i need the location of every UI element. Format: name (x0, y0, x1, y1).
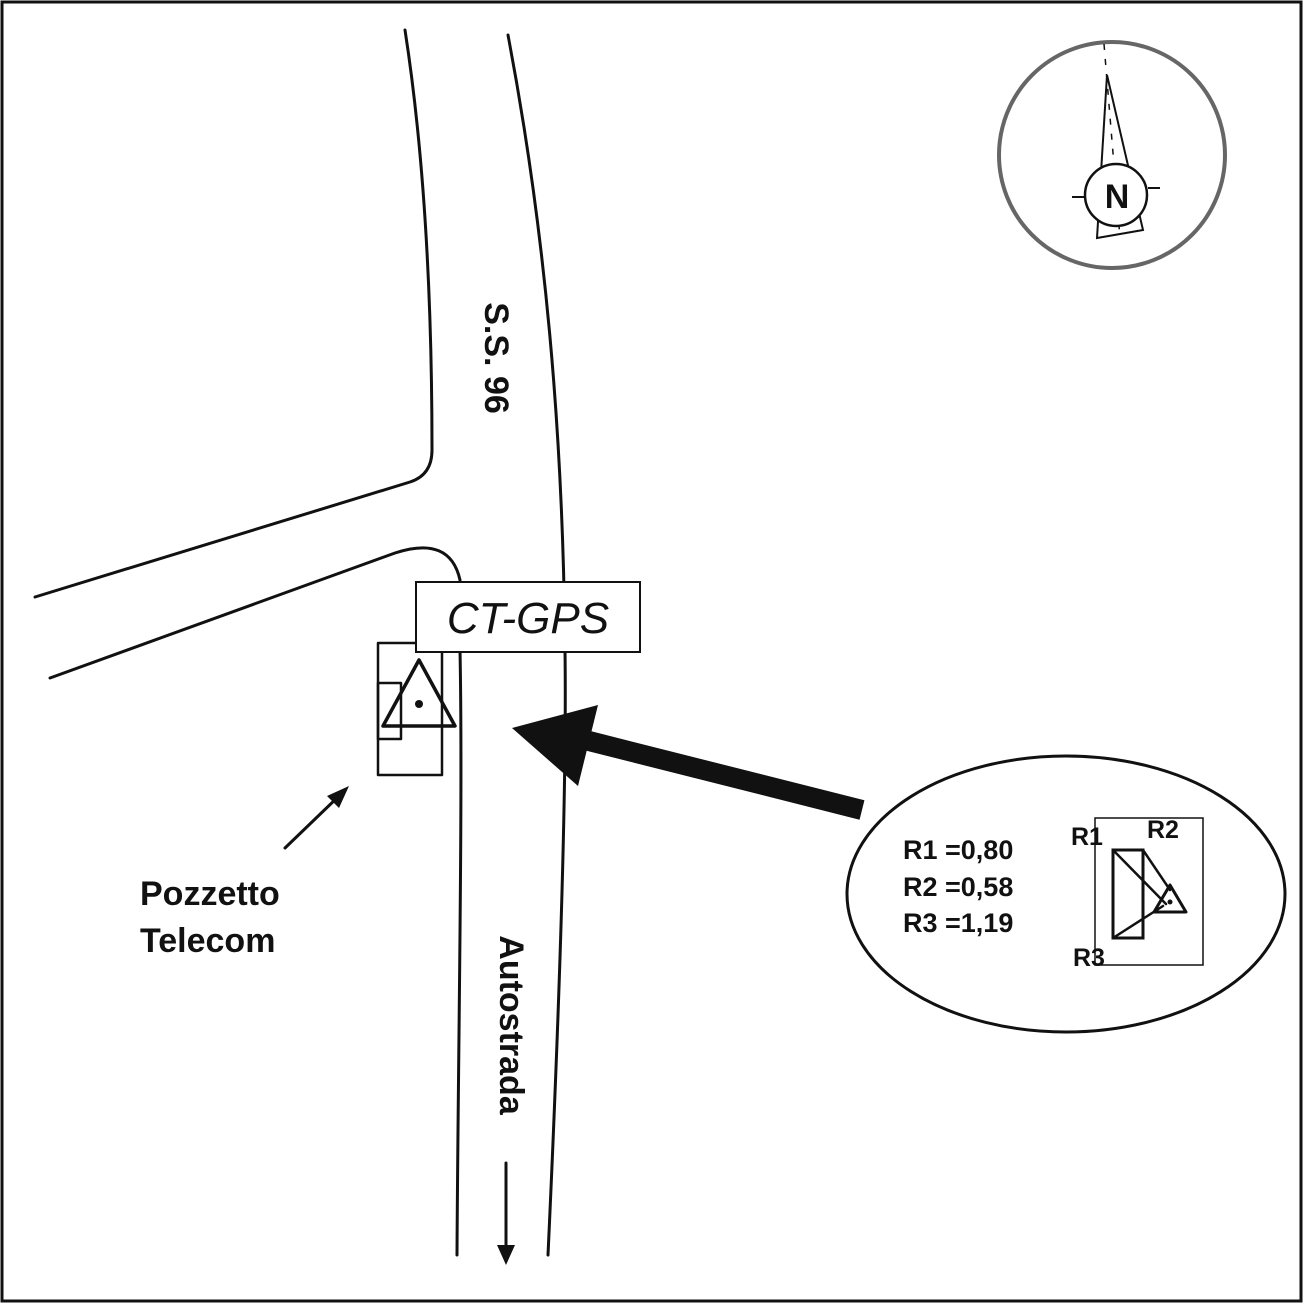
station-label: CT-GPS (447, 594, 609, 643)
measurement-r3: R3 =1,19 (903, 908, 1013, 938)
road-west-edge-south (48, 546, 463, 1257)
measurement-r1: R1 =0,80 (903, 835, 1013, 865)
detail-tag-r2: R2 (1147, 816, 1179, 844)
detail-tag-r1: R1 (1071, 823, 1103, 851)
manhole-label-line1: Pozzetto (140, 875, 280, 913)
measurement-r2: R2 =0,58 (903, 872, 1013, 902)
road-label-autostrada: Autostrada (492, 935, 530, 1116)
compass-north-letter: N (1105, 178, 1130, 216)
manhole-label-line2: Telecom (140, 922, 275, 960)
detail-station-triangle-icon (1152, 883, 1188, 914)
north-compass-icon: N (997, 40, 1227, 270)
detail-tag-r3: R3 (1073, 944, 1105, 972)
detail-outer-frame (1094, 817, 1204, 966)
manhole-pointer-arrow (283, 786, 349, 850)
detail-ref-line-r2 (1141, 848, 1172, 892)
station-label-box: CT-GPS (415, 581, 641, 653)
station-marker-triangle-icon (381, 658, 457, 728)
motorway-direction-arrow (497, 1161, 515, 1265)
detail-ref-line-r1 (1111, 848, 1168, 906)
manhole-telecom (376, 641, 444, 777)
detail-pointer-arrow (512, 705, 865, 820)
road-west-edge (33, 28, 434, 599)
road-label-ss96: S.S. 96 (477, 302, 515, 414)
detail-manhole-box (1111, 848, 1145, 940)
detail-ellipse: R1 =0,80 R2 =0,58 R3 =1,19 R1 R2 R3 (845, 754, 1287, 1034)
